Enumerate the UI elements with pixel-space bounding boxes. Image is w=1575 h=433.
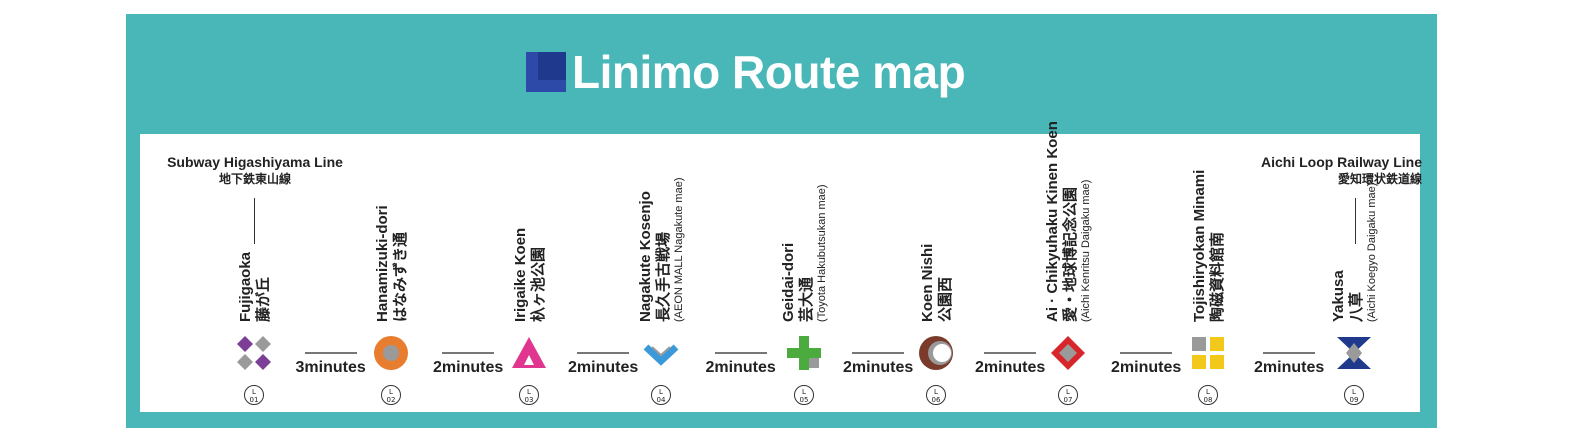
station-name-jp: はなみずき通: [390, 231, 409, 322]
station-name-en: Irigaike Koen: [511, 227, 529, 322]
station-name-jp: 愛・地球博記念公園: [1061, 186, 1079, 322]
station-name-jp: 藤が丘: [253, 276, 272, 322]
station-code-letter: L: [802, 388, 806, 396]
station-code-number: 08: [1203, 396, 1213, 404]
track-segment: [1263, 352, 1315, 354]
station-code-number: 03: [524, 396, 534, 404]
transfer-left: Subway Higashiyama Line 地下鉄東山線: [150, 154, 360, 187]
station-note: (Aichi Kenritsu Daigaku mae): [1080, 179, 1092, 322]
station-code-number: 02: [386, 396, 396, 404]
diamond-grid-icon: [236, 335, 272, 371]
track-segment: [714, 352, 767, 354]
orange-circle-icon: [373, 335, 409, 371]
track-segment: [1120, 352, 1172, 354]
station-code-letter: L: [389, 388, 393, 396]
page-title: Linimo Route map: [572, 46, 966, 98]
travel-time: 2minutes: [975, 359, 1046, 376]
yellow-blocks-icon: [1190, 335, 1226, 371]
transfer-right-en: Aichi Loop Railway Line: [1260, 154, 1422, 170]
transfer-right-connector: [1355, 198, 1356, 244]
transfer-left-en: Subway Higashiyama Line: [167, 154, 343, 170]
station-note: (AEON MALL Nagakute mae): [673, 177, 685, 322]
station-name-en: Ai · Chikyuhaku Kinen Koen: [1044, 121, 1061, 322]
station-name-jp: 八草: [1347, 291, 1365, 322]
station-code-number: 06: [931, 396, 941, 404]
station-name-en: Koen Nishi: [918, 243, 936, 322]
route-map-panel: [140, 134, 1420, 412]
travel-time: 2minutes: [568, 359, 639, 376]
track-segment: [442, 352, 494, 354]
track-segment: [577, 352, 629, 354]
station-note: (Aichi Koegyo Daigaku mae): [1366, 182, 1378, 322]
station-name-en: Fujigaoka: [236, 251, 254, 322]
station-name-jp: 陶磁資料館南: [1207, 231, 1226, 322]
travel-time: 2minutes: [705, 359, 776, 376]
pink-triangle-icon: [511, 335, 547, 371]
red-diamond-icon: [1050, 335, 1086, 371]
travel-time: 2minutes: [433, 359, 504, 376]
transfer-right-jp: 愛知環状鉄道線: [1337, 172, 1422, 186]
station-name-jp: 長久手古戦場: [654, 231, 672, 322]
station-name-en: Nagakute Kosenjo: [637, 191, 654, 322]
track-segment: [852, 352, 904, 354]
hourglass-icon: [1336, 335, 1372, 371]
station-code-letter: L: [659, 388, 663, 396]
station-code-letter: L: [1066, 388, 1070, 396]
station-name-jp: 芸大通: [797, 276, 815, 322]
title-bar: Linimo Route map: [526, 44, 966, 100]
travel-time: 3minutes: [295, 359, 366, 376]
green-cross-icon: [786, 335, 822, 371]
station-code-letter: L: [1352, 388, 1356, 396]
transfer-right: Aichi Loop Railway Line 愛知環状鉄道線: [1226, 154, 1422, 187]
transfer-left-jp: 地下鉄東山線: [218, 172, 291, 186]
travel-time: 2minutes: [1254, 359, 1325, 376]
station-name-en: Tojishiryokan Minami: [1190, 169, 1208, 322]
station-name-jp: 公園西: [935, 276, 954, 322]
station-code-number: 05: [799, 396, 809, 404]
station-name-en: Geidai-dori: [780, 242, 797, 322]
travel-time: 2minutes: [1111, 359, 1182, 376]
track-segment: [304, 352, 357, 354]
travel-time: 2minutes: [843, 359, 914, 376]
crescent-icon: [918, 335, 954, 371]
station-code-letter: L: [527, 388, 531, 396]
station-code-letter: L: [934, 388, 938, 396]
station-code-number: 07: [1063, 396, 1073, 404]
linimo-logo-icon: [526, 52, 566, 92]
station-code-number: 01: [249, 396, 259, 404]
transfer-left-connector: [254, 198, 255, 244]
track-segment: [984, 352, 1036, 354]
station-code-letter: L: [252, 388, 256, 396]
station-code-number: 04: [656, 396, 666, 404]
station-code-letter: L: [1206, 388, 1210, 396]
station-name-en: Hanamizuki-dori: [373, 205, 391, 322]
station-name-en: Yakusa: [1330, 270, 1347, 322]
station-note: (Toyota Hakubutsukan mae): [816, 184, 828, 322]
blue-chevron-icon: [643, 335, 679, 371]
station-name-jp: 杁ヶ池公園: [528, 246, 547, 322]
station-code-number: 09: [1349, 396, 1359, 404]
